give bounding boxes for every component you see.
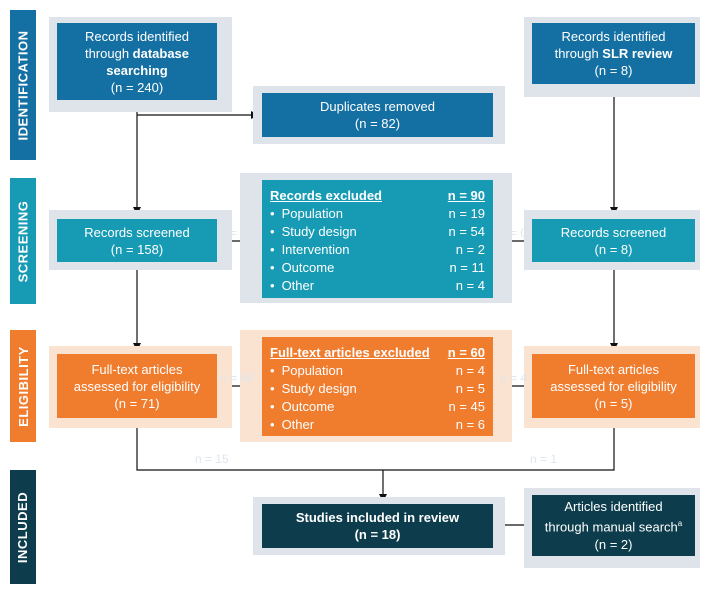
- reason-count: n = 45: [448, 399, 485, 414]
- studies-included-label: Studies included in review: [295, 510, 460, 525]
- stage-identification-label: IDENTIFICATION: [15, 29, 31, 141]
- stage-eligibility-label: ELIGIBILITY: [15, 345, 31, 427]
- fulltext-left-line1: Full-text articles: [91, 361, 183, 377]
- reason-label: Study design: [270, 380, 357, 398]
- reason-label: Population: [270, 205, 343, 223]
- list-item: Study design n = 5: [270, 380, 485, 398]
- reason-label: Intervention: [270, 241, 350, 259]
- fulltext-assessed-left: Full-text articles assessed for eligibil…: [57, 354, 217, 418]
- reason-count: n = 6: [455, 417, 485, 432]
- fulltext-right-line2: assessed for eligibility: [550, 378, 677, 394]
- stage-included: INCLUDED: [10, 470, 36, 584]
- manual-count: (n = 2): [594, 536, 633, 552]
- records-screened-right: Records screened (n = 8): [532, 219, 695, 262]
- merge-line: [136, 418, 615, 471]
- reason-label: Population: [270, 362, 343, 380]
- reason-count: n = 5: [455, 381, 485, 396]
- list-item: Outcome n = 11: [270, 259, 485, 277]
- manual-line1: Articles identified: [564, 499, 663, 515]
- fulltext-left-line2: assessed for eligibility: [73, 378, 201, 394]
- screened-left-label: Records screened: [84, 224, 190, 240]
- reason-count: n = 2: [455, 242, 485, 257]
- slr-line1: Records identified: [561, 29, 666, 44]
- duplicates-count: (n = 82): [354, 116, 401, 131]
- ghost-below-right: n = 1: [530, 452, 558, 466]
- db-line2: through database: [85, 45, 189, 62]
- reason-label: Outcome: [270, 259, 335, 277]
- reason-count: n = 11: [449, 260, 485, 275]
- db-line3: searching: [106, 62, 167, 79]
- fulltext-right-line1: Full-text articles: [567, 361, 660, 377]
- records-identified-slr: Records identified through SLR review (n…: [532, 23, 695, 84]
- screened-right-count: (n = 8): [594, 241, 633, 257]
- manual-footnote-marker: a: [677, 519, 683, 529]
- screened-left-count: (n = 158): [110, 241, 164, 257]
- reason-count: n = 19: [448, 206, 485, 221]
- ghost-eligibility-left: n = 56: [220, 371, 254, 385]
- stage-identification: IDENTIFICATION: [10, 10, 36, 160]
- ghost-screening-left: n = 88: [220, 226, 254, 240]
- fulltext-excluded-title: Full-text articles excluded: [270, 345, 430, 360]
- db-line1: Records identified: [84, 28, 190, 44]
- articles-manual-search: Articles identified through manual searc…: [532, 495, 695, 556]
- list-item: Other n = 4: [270, 277, 485, 295]
- fulltext-assessed-right: Full-text articles assessed for eligibil…: [532, 354, 695, 418]
- ghost-eligibility-right: n = 4: [500, 371, 528, 385]
- reason-label: Other: [270, 277, 315, 295]
- list-item: Study design n = 54: [270, 223, 485, 241]
- list-item: Population n = 19: [270, 205, 485, 223]
- list-item: Other n = 6: [270, 416, 485, 434]
- duplicates-removed: Duplicates removed (n = 82): [262, 93, 493, 137]
- db-line3-text: searching: [106, 62, 168, 78]
- list-item: Population n = 4: [270, 362, 485, 380]
- studies-included-count: (n = 18): [354, 527, 401, 542]
- records-screened-left: Records screened (n = 158): [57, 219, 217, 262]
- fulltext-excluded-header: Full-text articles excluded n = 60: [270, 344, 485, 362]
- fulltext-excluded-box: Full-text articles excluded n = 60 Popula…: [262, 337, 493, 436]
- ghost-below-left: n = 15: [195, 452, 229, 466]
- reason-count: n = 4: [455, 278, 485, 293]
- screened-right-label: Records screened: [560, 224, 667, 240]
- slr-count: (n = 8): [594, 63, 633, 78]
- ghost-screening-right: n = 0: [500, 226, 528, 240]
- records-excluded-title: Records excluded: [270, 188, 382, 203]
- slr-line2b: SLR review: [602, 46, 673, 61]
- manual-line2-text: through manual search: [544, 519, 678, 535]
- records-excluded-total: n = 90: [447, 188, 485, 203]
- list-item: Intervention n = 2: [270, 241, 485, 259]
- reason-count: n = 4: [455, 363, 485, 378]
- records-identified-database: Records identified through database sear…: [57, 23, 217, 100]
- reason-label: Outcome: [270, 398, 335, 416]
- db-line2a: through: [84, 45, 133, 61]
- stage-screening: SCREENING: [10, 178, 36, 304]
- stage-included-label: INCLUDED: [15, 491, 31, 563]
- fulltext-right-count: (n = 5): [594, 395, 633, 411]
- stage-screening-label: SCREENING: [15, 200, 31, 282]
- list-item: Outcome n = 45: [270, 398, 485, 416]
- stage-eligibility: ELIGIBILITY: [10, 330, 36, 442]
- duplicates-label: Duplicates removed: [320, 99, 435, 114]
- db-count: (n = 240): [110, 79, 164, 95]
- studies-included: Studies included in review (n = 18): [262, 504, 493, 548]
- fulltext-left-count: (n = 71): [114, 395, 160, 411]
- reason-label: Study design: [270, 223, 357, 241]
- fulltext-excluded-total: n = 60: [447, 345, 485, 360]
- records-excluded-header: Records excluded n = 90: [270, 187, 485, 205]
- slr-line2: through SLR review: [555, 45, 673, 62]
- reason-label: Other: [270, 416, 315, 434]
- manual-line2: through manual searcha: [545, 515, 682, 535]
- slr-line2a: through: [554, 46, 603, 61]
- db-line2b: database: [132, 45, 190, 61]
- reason-count: n = 54: [448, 224, 485, 239]
